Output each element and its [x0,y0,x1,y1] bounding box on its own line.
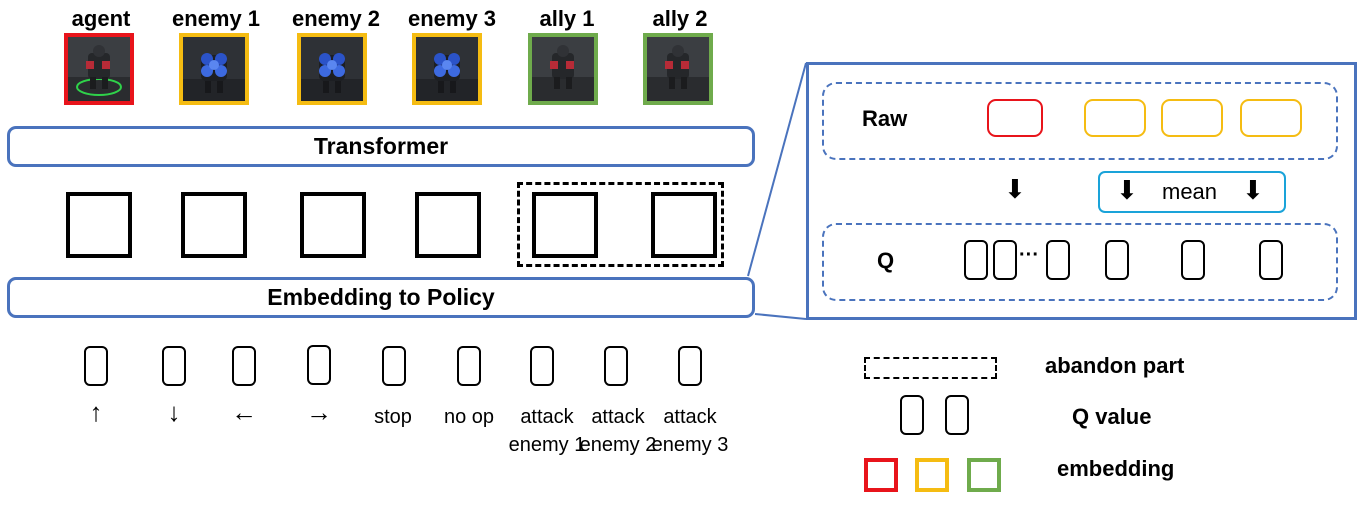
agent-unit-icon [64,33,134,105]
action-attack-enemy-2: attack enemy 2 [579,406,657,456]
legend-embedding-green-swatch [967,458,1001,492]
legend-abandon-swatch [864,357,997,379]
ally-unit-icon [643,33,713,105]
q-value-cell [1181,240,1205,280]
q-value-cell [307,345,331,385]
q-value-cell [678,346,702,386]
embedding-enemy-1 [181,192,247,258]
action-no-op: no op [443,406,495,428]
unit-label-enemy-1: enemy 1 [171,6,261,31]
q-value-cell [604,346,628,386]
action-attack-enemy-1: attack enemy 1 [508,406,586,456]
legend-q-yellow-swatch [945,395,969,435]
detail-panel [806,62,1357,320]
q-value-cell [84,346,108,386]
unit-label-enemy-3: enemy 3 [407,6,497,31]
action-attack-enemy-3: attack enemy 3 [651,406,729,456]
legend-embedding-label: embedding [1057,456,1175,481]
embedding-ally-1 [532,192,598,258]
embedding-enemy-3 [415,192,481,258]
down-arrow-icon: ⬇ [1116,175,1138,205]
abandon-region [517,182,724,267]
down-arrow-icon: ⬇ [1242,175,1264,205]
q-value-cell [1259,240,1283,280]
legend-embedding-red-swatch [864,458,898,492]
raw-cell-enemy [1161,99,1223,137]
action-left: ← [231,397,257,427]
enemy-unit-icon [179,33,249,105]
embedding-enemy-2 [300,192,366,258]
q-label: Q [877,248,895,273]
legend-q-value-label: Q value [1072,404,1152,429]
action-stop: stop [374,406,412,428]
q-value-cell [530,346,554,386]
raw-cell-enemy [1084,99,1146,137]
q-value-cell [1046,240,1070,280]
unit-label-agent: agent [71,6,131,31]
action-right: → [306,397,332,427]
mean-box [1098,171,1286,213]
raw-cell-enemy [1240,99,1302,137]
q-value-cell [457,346,481,386]
raw-row [822,82,1338,160]
down-arrow-icon: ⬇ [1004,174,1026,204]
enemy-unit-icon [412,33,482,105]
q-value-cell [162,346,186,386]
q-row [822,223,1338,301]
policy-block: Embedding to Policy [7,277,755,318]
q-value-cell [232,346,256,386]
raw-cell-agent [987,99,1043,137]
legend-embedding-yellow-swatch [915,458,949,492]
raw-label: Raw [862,106,908,131]
q-value-cell [1105,240,1129,280]
ellipsis: ··· [1019,244,1039,266]
legend-abandon-label: abandon part [1045,353,1185,378]
transformer-block: Transformer [7,126,755,167]
action-down: ↓ [167,397,181,427]
unit-label-enemy-2: enemy 2 [291,6,381,31]
embedding-ally-2 [651,192,717,258]
unit-label-ally-1: ally 1 [539,6,595,31]
enemy-unit-icon [297,33,367,105]
ally-unit-icon [528,33,598,105]
unit-label-ally-2: ally 2 [652,6,708,31]
mean-label: mean [1162,179,1218,204]
q-value-cell [382,346,406,386]
embedding-agent [66,192,132,258]
q-value-cell [964,240,988,280]
q-value-cell [993,240,1017,280]
action-up: ↑ [89,397,103,427]
legend-q-red-swatch [900,395,924,435]
